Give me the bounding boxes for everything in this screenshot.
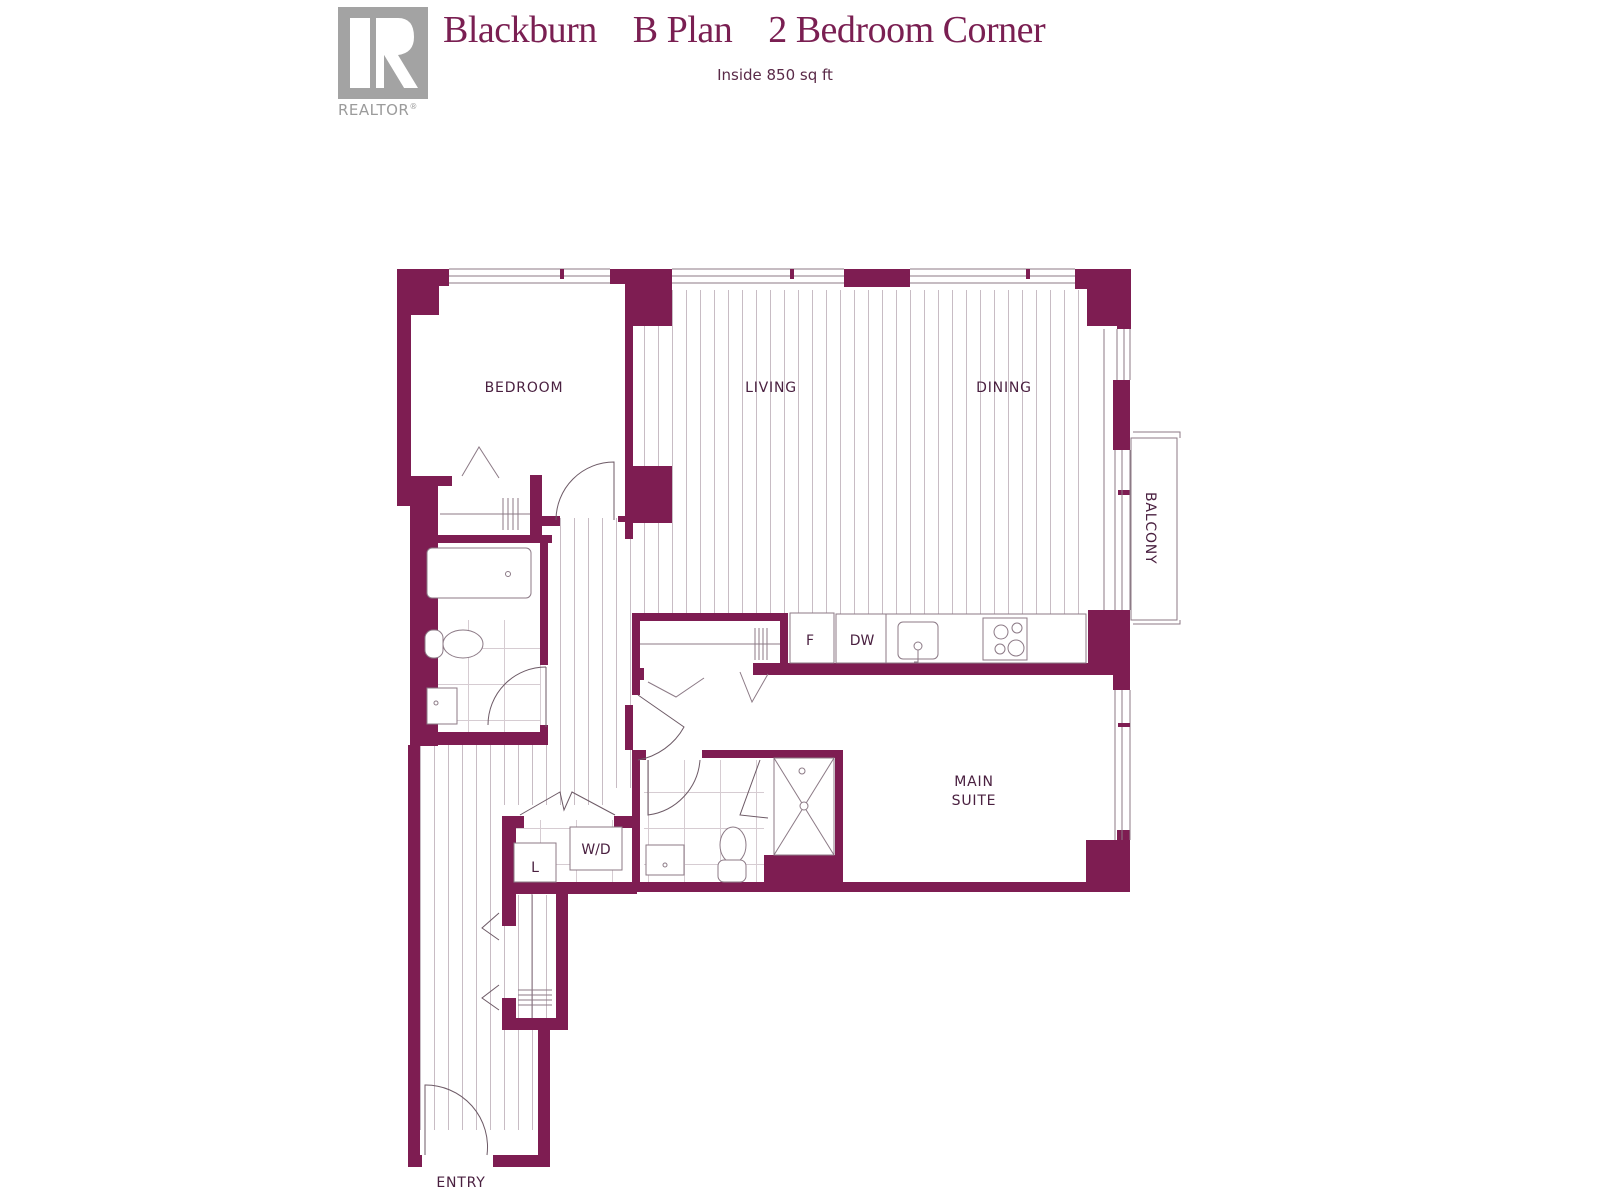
cooktop-icon	[982, 617, 1028, 661]
balcony-label: BALCONY	[1142, 492, 1158, 564]
plan-title: Blackburn B Plan 2 Bedroom Corner	[443, 8, 1081, 52]
flooring	[418, 290, 1087, 1130]
doors	[424, 461, 769, 1156]
plan-area: Inside 850 sq ft	[717, 66, 833, 84]
linen-closet	[513, 842, 557, 883]
storage-closet	[640, 628, 780, 704]
main-bath-fixtures	[424, 547, 532, 725]
dishwasher-label: DW	[850, 633, 875, 649]
bedroom-label: BEDROOM	[485, 380, 564, 396]
laundry	[513, 826, 623, 883]
unit-type: 2 Bedroom Corner	[768, 9, 1046, 51]
realtor-r-icon	[338, 7, 428, 99]
balcony: BALCONY	[1130, 431, 1181, 625]
realtor-logo-text: REALTOR®	[338, 101, 418, 119]
sink-icon	[426, 687, 458, 725]
windows	[449, 268, 1131, 840]
linen-label: L	[531, 860, 539, 876]
kitchen	[789, 612, 1087, 664]
plan-name: B Plan	[632, 9, 733, 51]
toilet-icon	[719, 826, 747, 864]
realtor-logo: REALTOR®	[338, 7, 438, 119]
washer-dryer-label: W/D	[581, 842, 610, 858]
fridge-label: F	[806, 633, 814, 649]
main-suite-label-line1: MAIN	[954, 774, 993, 790]
building-name: Blackburn	[443, 9, 597, 51]
entry-label: ENTRY	[436, 1175, 485, 1191]
dining-label: DINING	[976, 380, 1032, 396]
ensuite-fixtures	[645, 757, 835, 883]
walls	[397, 269, 1131, 1167]
washer-dryer	[569, 826, 623, 871]
main-suite-label-line2: SUITE	[952, 793, 997, 809]
entry-closet	[518, 894, 552, 1018]
fridge	[789, 612, 835, 664]
sink-icon	[645, 844, 685, 876]
living-label: LIVING	[745, 380, 797, 396]
toilet-icon	[424, 629, 444, 659]
bedroom-closet	[440, 446, 530, 530]
bathtub-icon	[426, 547, 532, 599]
